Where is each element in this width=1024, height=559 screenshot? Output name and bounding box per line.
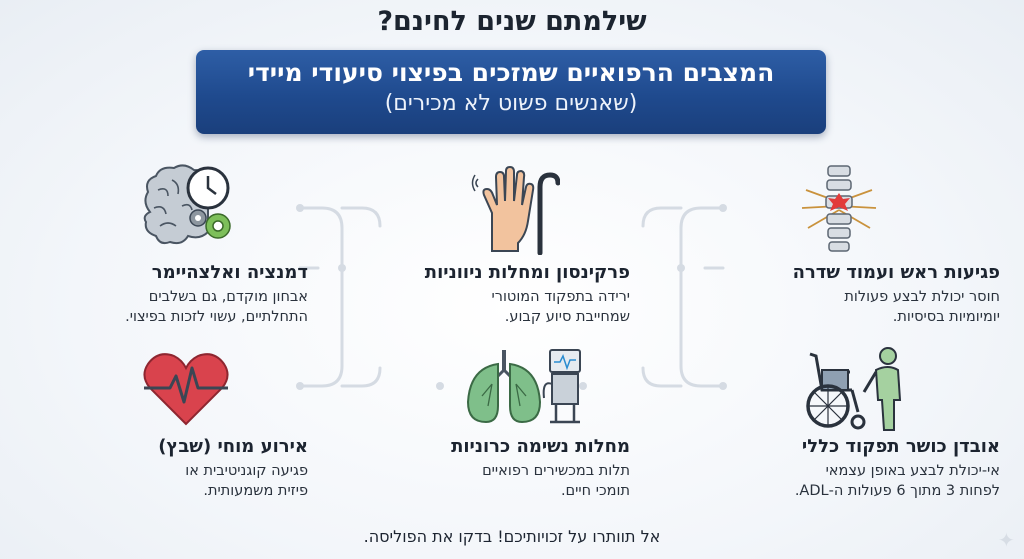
banner-title: המצבים הרפואיים שמזכים בפיצוי סיעודי מיי… bbox=[247, 58, 775, 87]
wheelchair-person-icon bbox=[806, 347, 902, 431]
condition-card-respiratory: מחלות נשימה כרוניות תלות במכשירים רפואיי… bbox=[398, 436, 630, 501]
sparkle-icon: ✦ bbox=[998, 528, 1015, 552]
condition-card-head-spine: פגיעות ראש ועמוד שדרה חוסר יכולת לבצע פע… bbox=[726, 262, 1000, 327]
condition-title: מחלות נשימה כרוניות bbox=[451, 436, 630, 457]
condition-title: פרקינסון ומחלות ניווניות bbox=[424, 262, 630, 283]
condition-title: אובדן כושר תפקוד כללי bbox=[801, 436, 1000, 457]
heart-pulse-icon bbox=[143, 353, 229, 426]
footer-call-to-action: אל תוותרו על זכויותיכם! בדקו את הפוליסה. bbox=[363, 527, 661, 546]
lungs-ventilator-icon bbox=[466, 349, 581, 424]
page-title: שילמתם שנים לחינם? bbox=[377, 6, 647, 37]
condition-title: פגיעות ראש ועמוד שדרה bbox=[792, 262, 1000, 283]
condition-title: דמנציה ואלצהיימר bbox=[151, 262, 308, 283]
brain-clock-gears-icon bbox=[143, 164, 231, 245]
condition-title: אירוע מוחי (שבץ) bbox=[158, 436, 308, 457]
headline-banner: המצבים הרפואיים שמזכים בפיצוי סיעודי מיי… bbox=[196, 50, 826, 134]
shaking-hand-cane-icon bbox=[471, 165, 560, 255]
condition-card-parkinson: פרקינסון ומחלות ניווניות ירידה בתפקוד המ… bbox=[398, 262, 630, 327]
banner-subtitle: (שאנשים פשוט לא מכירים) bbox=[384, 91, 638, 116]
spine-icon bbox=[801, 165, 877, 252]
condition-card-functional-loss: אובדן כושר תפקוד כללי אי-יכולת לבצע באופ… bbox=[726, 436, 1000, 501]
